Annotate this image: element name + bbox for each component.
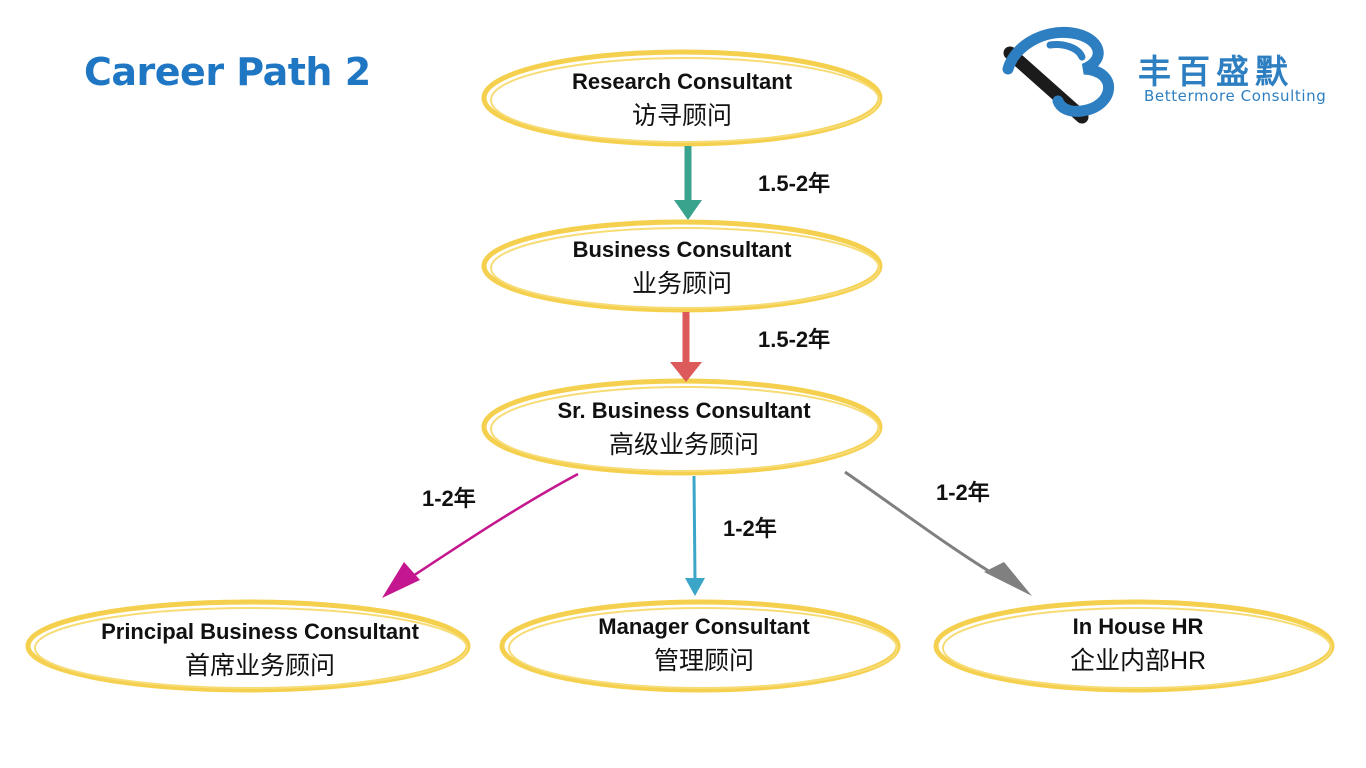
node-business-consultant: Business Consultant 业务顾问 — [472, 234, 892, 302]
arrow-research-to-business — [674, 146, 702, 220]
arrow-senior-to-manager — [685, 475, 705, 596]
node-manager-cn: 管理顾问 — [653, 646, 754, 675]
logo-chinese-name: 丰百盛默 — [1138, 52, 1294, 91]
ellipse-manager — [499, 599, 901, 693]
node-inhouse-en: In House HR — [1072, 614, 1204, 639]
arrow-business-to-senior — [670, 312, 702, 382]
logo-mark-icon — [1002, 26, 1115, 124]
node-business-en: Business Consultant — [572, 237, 792, 262]
node-senior-cn: 高级业务顾问 — [608, 430, 759, 459]
duration-senior-to-inhouse: 1-2年 — [936, 480, 990, 505]
node-in-house-hr: In House HR 企业内部HR — [928, 611, 1348, 679]
company-logo: 丰百盛默 Bettermore Consulting — [1002, 25, 1352, 125]
node-manager-consultant: Manager Consultant 管理顾问 — [494, 611, 914, 679]
duration-research-to-business: 1.5-2年 — [758, 171, 831, 196]
ellipse-principal — [25, 599, 471, 693]
duration-senior-to-manager: 1-2年 — [723, 516, 777, 541]
slide-title: Career Path 2 — [84, 50, 371, 94]
node-principal-business-consultant: Principal Business Consultant 首席业务顾问 — [50, 616, 470, 684]
duration-business-to-senior: 1.5-2年 — [758, 327, 831, 352]
node-inhouse-cn: 企业内部HR — [1069, 646, 1207, 675]
node-research-consultant: Research Consultant 访寻顾问 — [472, 66, 892, 134]
ellipse-business — [481, 219, 883, 313]
ellipse-research — [481, 49, 883, 147]
node-manager-en: Manager Consultant — [598, 614, 810, 639]
arrow-senior-to-inhouse — [844, 470, 1032, 596]
node-research-cn: 访寻顾问 — [631, 101, 732, 130]
node-senior-business-consultant: Sr. Business Consultant 高级业务顾问 — [474, 395, 894, 463]
node-research-en: Research Consultant — [571, 69, 793, 94]
node-business-cn: 业务顾问 — [631, 269, 732, 298]
logo-english-name: Bettermore Consulting — [1144, 87, 1327, 105]
node-senior-en: Sr. Business Consultant — [557, 398, 811, 423]
arrow-senior-to-principal — [382, 472, 579, 598]
ellipse-inhouse — [933, 599, 1335, 693]
duration-senior-to-principal: 1-2年 — [422, 486, 476, 511]
node-principal-cn: 首席业务顾问 — [184, 651, 335, 680]
ellipse-senior — [481, 378, 883, 476]
node-principal-en: Principal Business Consultant — [101, 619, 419, 644]
